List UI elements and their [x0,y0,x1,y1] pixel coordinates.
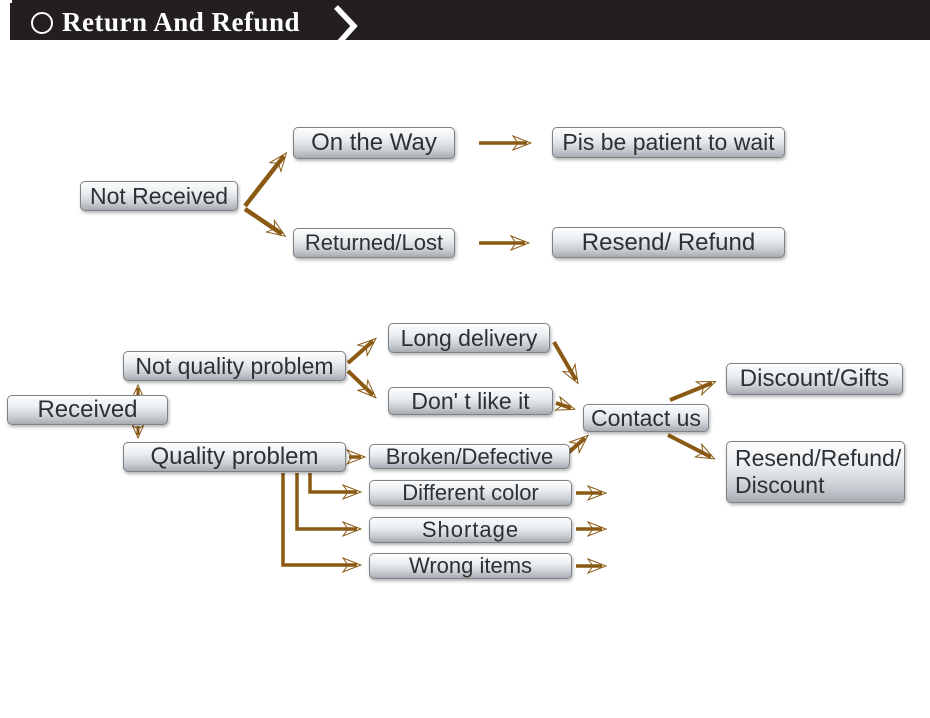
arrow-notquality-dontlike [346,369,373,395]
node-returned-lost: Returned/Lost [293,228,455,258]
arrow-contact-resendrefunddiscount [667,433,711,457]
node-received: Received [7,395,168,425]
arrow-dontlike-contact [556,403,571,408]
node-broken-defective: Broken/Defective [369,444,570,469]
arrow-notquality-longdelivery [346,341,373,365]
node-resend-refund: Resend/ Refund [552,227,785,258]
page-title: Return And Refund [62,7,301,37]
circle-icon [31,12,53,34]
arrow-quality-differentcolor [308,473,357,492]
arrow-notreceived-returnedlost [243,207,282,234]
node-quality-problem: Quality problem [123,442,346,472]
arrow-quality-wrongitems [281,473,357,565]
header-top-line [12,0,930,3]
header-banner: Return And Refund [10,3,930,48]
arrow-broken-contact [566,438,585,455]
node-discount-gifts: Discount/Gifts [726,363,903,395]
node-on-the-way: On the Way [293,127,455,159]
node-not-quality-problem: Not quality problem [123,351,346,381]
chevron-right-icon [333,5,358,48]
arrow-contact-discountgifts [669,383,712,402]
node-dont-like-it: Don' t like it [388,387,553,415]
node-shortage: Shortage [369,517,572,543]
node-resend-refund-discount: Resend/Refund/ Discount [726,441,905,503]
arrow-quality-shortage [295,473,357,529]
arrow-longdelivery-contact [552,340,576,380]
node-different-color: Different color [369,480,572,506]
arrow-notreceived-ontheway [243,156,284,208]
node-contact-us: Contact us [583,404,709,432]
node-please-wait: Pis be patient to wait [552,127,785,158]
node-wrong-items: Wrong items [369,553,572,579]
node-long-delivery: Long delivery [388,323,550,353]
node-not-received: Not Received [80,181,238,211]
